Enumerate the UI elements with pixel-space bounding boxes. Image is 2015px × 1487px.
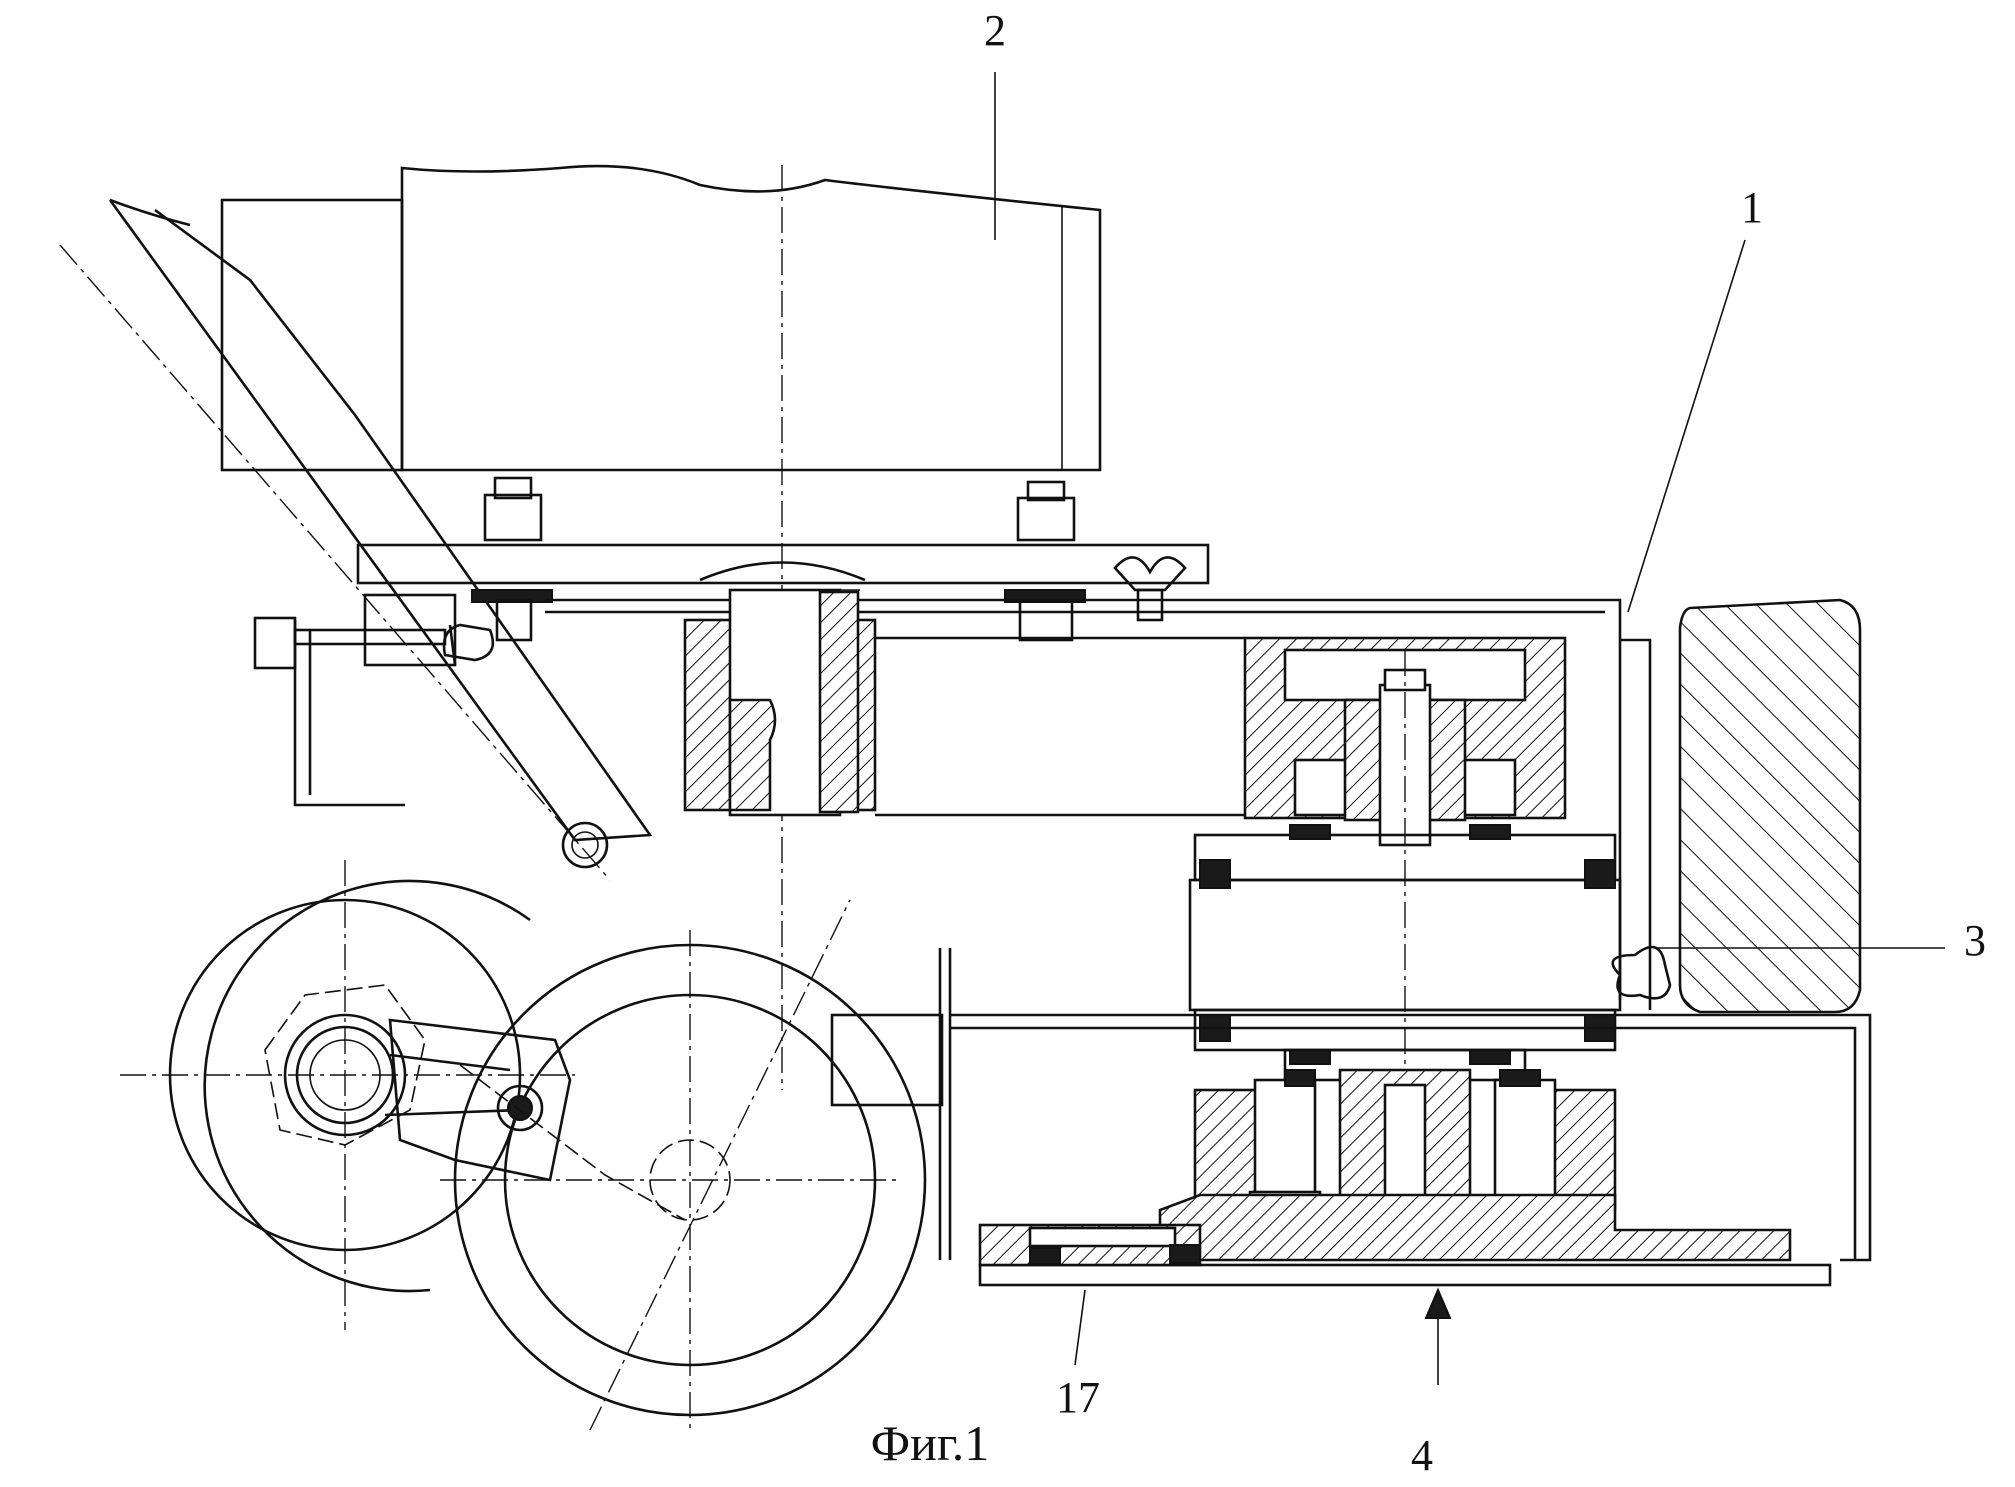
label-2: 2 bbox=[984, 6, 1006, 55]
side-bracket bbox=[1613, 600, 1860, 1012]
label-1: 1 bbox=[1741, 183, 1763, 232]
bolt-left bbox=[472, 478, 552, 640]
label-3: 3 bbox=[1964, 916, 1986, 965]
wheel-lever bbox=[385, 1020, 685, 1220]
inclined-frame-bar bbox=[60, 200, 650, 880]
cutter-hub bbox=[980, 1070, 1790, 1265]
label-17: 17 bbox=[1056, 1373, 1100, 1422]
bolt-right bbox=[1005, 482, 1085, 640]
label-4: 4 bbox=[1411, 1431, 1433, 1480]
drive-belt bbox=[875, 638, 1245, 815]
wing-nut-top bbox=[1115, 557, 1185, 620]
figure-caption: Фиг.1 bbox=[871, 1415, 990, 1471]
motor-housing bbox=[222, 165, 1100, 1090]
rear-wheel bbox=[120, 860, 575, 1330]
front-wheel bbox=[440, 900, 925, 1430]
wing-nut-side bbox=[1613, 947, 1670, 998]
